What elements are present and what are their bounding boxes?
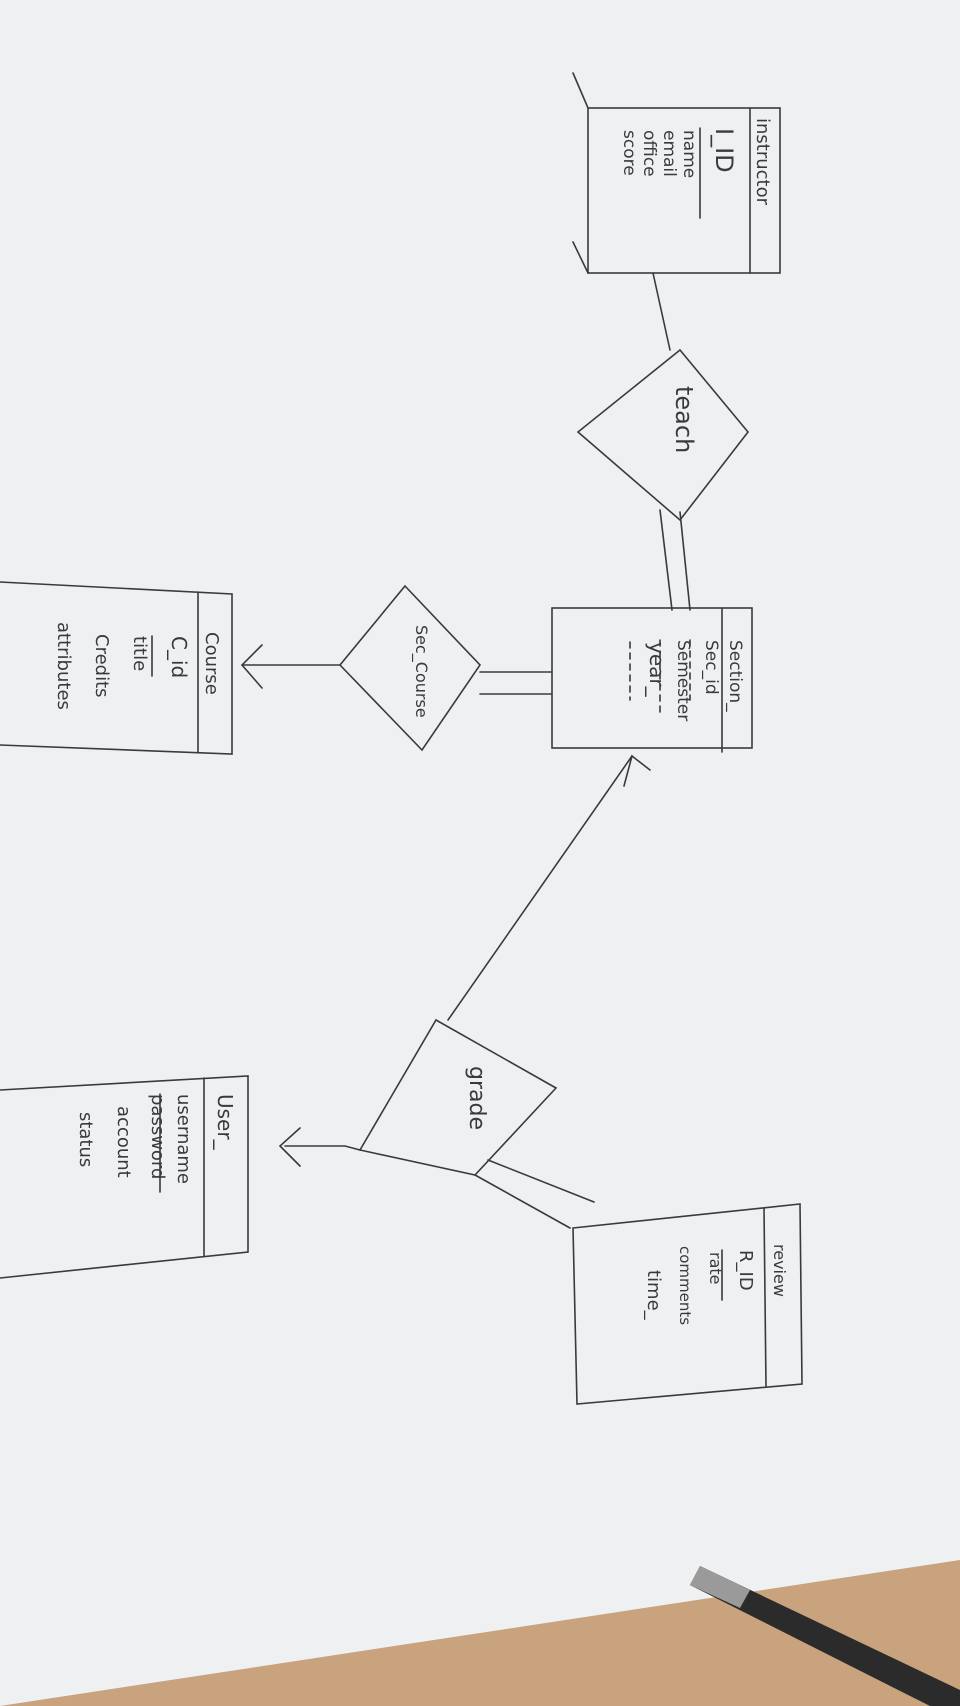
link-grade-review-b xyxy=(487,1159,595,1203)
entity-review-attr-time: time_ xyxy=(643,1270,664,1321)
entity-course: Course C_id title Credits attributes xyxy=(0,581,233,755)
relationship-grade-label: grade xyxy=(464,1066,489,1130)
entity-review: review R_ID rate comments time_ xyxy=(572,1203,803,1405)
entity-section-key-year: year_ xyxy=(645,642,669,698)
link-instructor-teach xyxy=(652,272,671,351)
entity-instructor-box xyxy=(587,107,781,274)
entity-review-divider xyxy=(763,1207,767,1387)
entity-review-key: R_ID xyxy=(735,1250,756,1291)
entity-review-attr-rate: rate xyxy=(706,1252,725,1285)
pen xyxy=(690,1566,960,1706)
link-grade-section xyxy=(447,755,633,1021)
link-grade-user xyxy=(284,1145,361,1151)
entity-instructor-attr-office: office xyxy=(639,130,659,177)
relationship-sec-course: Sec_Course xyxy=(338,584,482,752)
entity-section-box xyxy=(551,607,753,749)
relationship-sec-course-shape xyxy=(338,584,482,752)
entity-instructor-attr-score: score xyxy=(619,130,639,176)
entity-user-key: username xyxy=(173,1094,194,1184)
link-teach-section-b xyxy=(679,511,691,611)
entity-section: Section_ Sec_id Semester year_ xyxy=(551,607,753,753)
entity-course-key: C_id xyxy=(167,636,191,678)
link-teach-section-a xyxy=(659,509,673,611)
arrow-head-section xyxy=(623,754,651,787)
entity-course-attr-title: title xyxy=(129,636,150,671)
relationship-teach-shape xyxy=(576,348,750,522)
entity-user-title: User_ xyxy=(213,1094,237,1151)
entity-course-box xyxy=(0,581,233,755)
entity-instructor-attr-email: email xyxy=(659,130,679,177)
entity-course-attr-credits: Credits xyxy=(91,634,112,698)
entity-instructor-title: instructor xyxy=(752,118,773,206)
relationship-teach: teach xyxy=(576,348,750,522)
entity-user: User_ username password account status xyxy=(0,1075,249,1279)
entity-user-attr-account: account xyxy=(113,1106,134,1178)
arrow-head-user xyxy=(278,1127,301,1167)
relationship-teach-label: teach xyxy=(670,386,698,453)
entity-review-attr-comments: comments xyxy=(676,1246,694,1325)
entity-section-key-secid: Sec_id xyxy=(701,640,721,695)
entity-review-box xyxy=(572,1203,803,1405)
arrow-head-course xyxy=(240,644,263,689)
entity-user-attr-password: password xyxy=(147,1094,168,1179)
entity-section-title: Section_ xyxy=(725,640,745,712)
entity-review-title: review xyxy=(770,1244,789,1297)
relationship-grade: grade xyxy=(358,1018,558,1176)
entity-user-box xyxy=(0,1075,249,1279)
relationship-sec-course-label: Sec_Course xyxy=(411,625,431,718)
entity-course-attr-attributes: attributes xyxy=(53,622,74,710)
entity-instructor-attr-name: name xyxy=(679,130,699,178)
entity-instructor-key: I_ID xyxy=(710,128,738,173)
link-grade-review-a xyxy=(474,1174,571,1229)
entity-section-key-semester: Semester xyxy=(673,640,693,721)
entity-instructor: instructor I_ID name email office score xyxy=(572,72,781,274)
entity-course-title: Course xyxy=(201,632,222,695)
entity-user-attr-status: status xyxy=(75,1112,96,1167)
